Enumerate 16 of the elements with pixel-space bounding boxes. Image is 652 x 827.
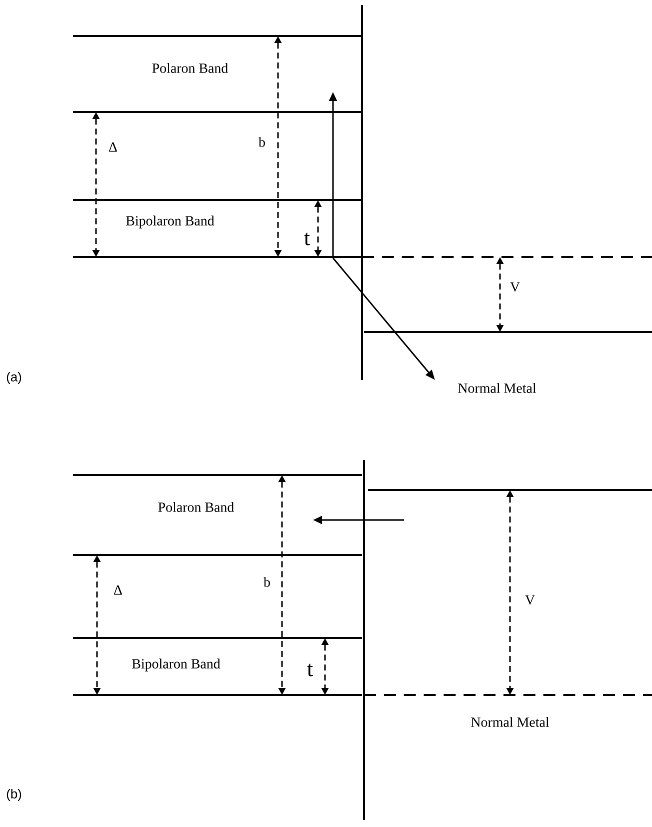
dimension-label: Δ xyxy=(114,585,122,595)
band-label: Normal Metal xyxy=(458,383,536,393)
band-label: Bipolaron Band xyxy=(132,658,220,672)
dimension-label: V xyxy=(510,282,520,292)
panel-label: (b) xyxy=(6,788,22,802)
band-label: Polaron Band xyxy=(152,63,228,73)
dimension-label: V xyxy=(525,595,535,605)
dimension-label: t xyxy=(304,232,310,246)
dimension-label: Δ xyxy=(109,142,117,152)
panel-label: (a) xyxy=(6,372,22,384)
band-label: Normal Metal xyxy=(471,717,550,727)
dimension-label: b xyxy=(264,577,270,587)
dimension-label: b xyxy=(258,137,265,147)
band-label: Polaron Band xyxy=(158,502,234,512)
dimension-label: t xyxy=(307,664,313,676)
band-label: Bipolaron Band xyxy=(126,216,214,228)
